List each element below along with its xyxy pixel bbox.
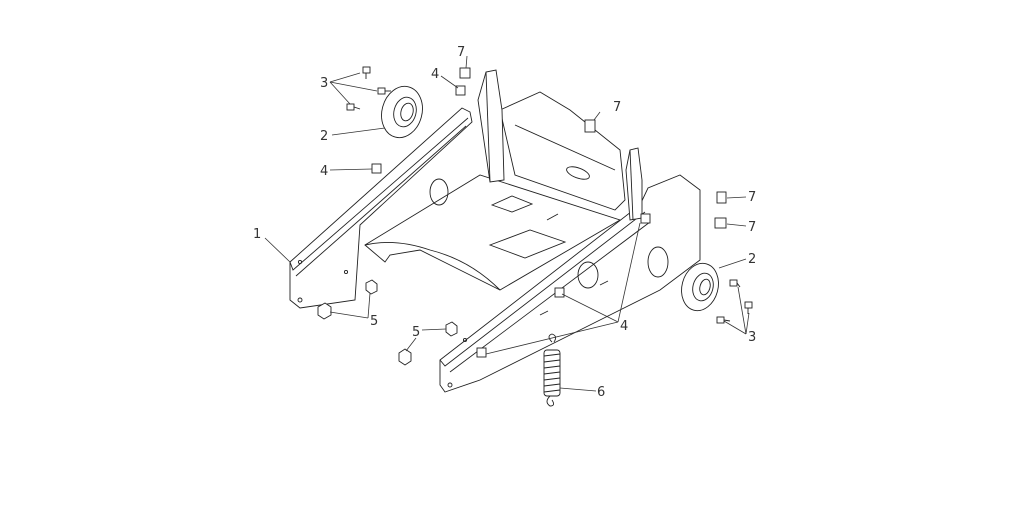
callout-2-right: 2	[748, 252, 756, 267]
callout-1: 1	[253, 227, 261, 242]
callout-7-right-b: 7	[748, 220, 756, 235]
base-floor	[364, 174, 622, 291]
bearing-flange-right	[681, 262, 719, 312]
left-side-plate	[289, 107, 473, 309]
bolts-right	[716, 279, 753, 324]
hex-nuts	[317, 279, 458, 366]
callout-4-left: 4	[320, 164, 328, 179]
callout-2-top: 2	[320, 129, 328, 144]
callout-5-mid: 5	[412, 325, 420, 340]
callout-7-top: 7	[457, 45, 465, 60]
callout-7-mid: 7	[613, 100, 621, 115]
callout-7-right-a: 7	[748, 190, 756, 205]
callout-4-bottom: 4	[620, 319, 628, 334]
bearing-flange-top	[381, 85, 423, 139]
back-wall	[499, 91, 626, 211]
bolts-top	[346, 66, 391, 111]
left-upright	[477, 69, 505, 183]
clip-nuts	[371, 85, 651, 358]
callout-5-left: 5	[370, 314, 378, 329]
right-upright	[625, 147, 643, 221]
leader-lines	[264, 55, 750, 392]
plugs	[459, 67, 727, 229]
callout-labels: 1 2 2 3 3 4 4 4 5 5 6 7 7 7 7	[253, 45, 756, 400]
callout-4-top: 4	[431, 67, 439, 82]
callout-6: 6	[597, 385, 605, 400]
right-side-plate	[429, 174, 701, 393]
extension-spring	[543, 333, 561, 407]
callout-3-top: 3	[320, 76, 328, 91]
callout-3-right: 3	[748, 330, 756, 345]
